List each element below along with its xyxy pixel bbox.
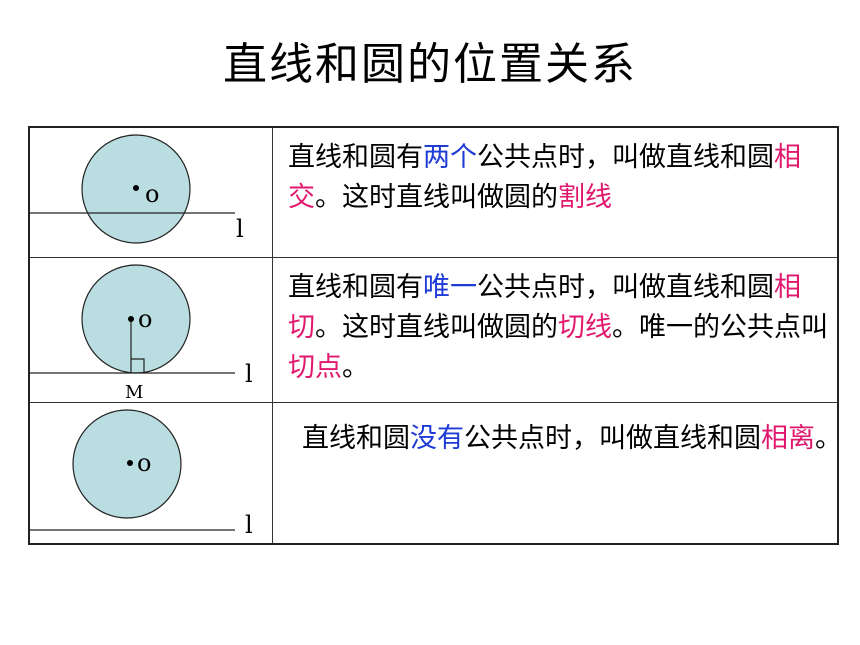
center-label: o [137,449,151,477]
position-relation-table: o l 直线和圆有两个公共点时，叫做直线和圆相交。这时直线叫做圆的割线 o l … [28,126,842,545]
row-intersect: o l 直线和圆有两个公共点时，叫做直线和圆相交。这时直线叫做圆的割线 [30,128,837,258]
text-part: 。 [815,423,842,454]
highlight-tangent-point: 切点 [288,352,342,383]
text-part: 。 [342,352,369,383]
center-point [128,316,134,322]
text-part: 公共点时，叫做直线和圆 [477,272,774,303]
figure-tangent: o l M [30,258,273,403]
foot-label: M [125,382,143,403]
highlight-two: 两个 [423,142,477,173]
highlight-intersect: 相交 [288,142,801,213]
figure-separate: o l [30,403,273,543]
circle [81,264,191,374]
figure-intersect: o l [30,128,273,257]
right-angle-mark [131,358,145,373]
center-point [133,185,139,191]
text-part: 直线和圆有 [288,142,423,173]
center-point [127,460,133,466]
page-title: 直线和圆的位置关系 [223,39,637,90]
line-label: l [236,215,244,243]
highlight-tangent-line: 切线 [558,312,612,343]
text-part: 直线和圆 [302,423,410,454]
tangent-diagram: o l M [30,264,253,403]
text-part: 直线和圆有 [288,272,423,303]
separate-diagram: o l [30,409,253,539]
center-label: o [145,180,159,208]
definition-intersect: 直线和圆有两个公共点时，叫做直线和圆相交。这时直线叫做圆的割线 [288,138,833,218]
text-part: 。这时直线叫做圆的 [315,182,558,213]
row-separate: o l 直线和圆没有公共点时，叫做直线和圆相离。 [30,403,842,543]
highlight-secant: 割线 [558,182,612,213]
text-part: 公共点时，叫做直线和圆 [464,423,761,454]
text-part: 。这时直线叫做圆的 [315,312,558,343]
text-part: 公共点时，叫做直线和圆 [477,142,774,173]
definition-separate: 直线和圆没有公共点时，叫做直线和圆相离。 [302,419,847,459]
highlight-none: 没有 [410,423,464,454]
intersect-diagram: o l [30,134,244,244]
definition-tangent: 直线和圆有唯一公共点时，叫做直线和圆相切。这时直线叫做圆的切线。唯一的公共点叫切… [288,268,833,388]
line-label: l [245,511,253,539]
circle [72,409,182,519]
center-label: o [138,305,152,333]
highlight-tangent: 相切 [288,272,801,343]
row-tangent: o l M 直线和圆有唯一公共点时，叫做直线和圆相切。这时直线叫做圆的切线。唯一… [30,258,837,403]
highlight-unique: 唯一 [423,272,477,303]
text-part: 。唯一的公共点叫 [612,312,828,343]
highlight-separate: 相离 [761,423,815,454]
line-label: l [245,360,253,388]
